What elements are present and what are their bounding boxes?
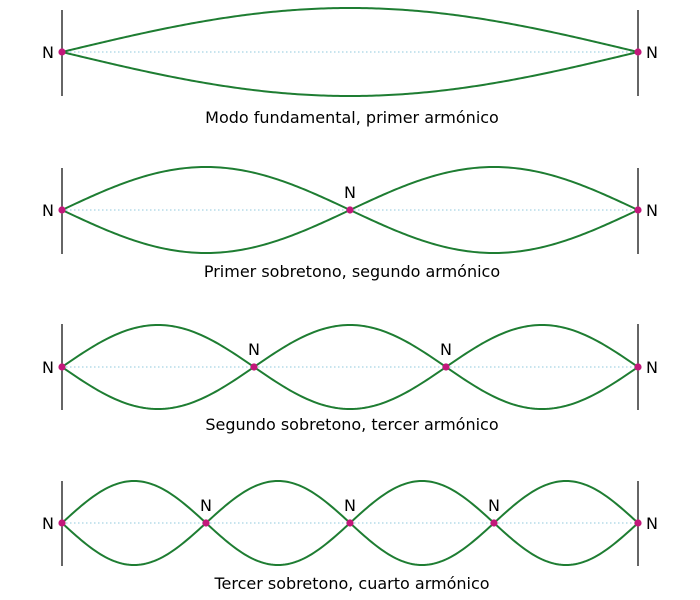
- node-dot: [442, 363, 450, 371]
- node-dot: [58, 206, 66, 214]
- node-dot: [346, 519, 354, 527]
- panel-harmonic-1: N N Modo fundamental, primer armónico: [42, 7, 658, 127]
- panel-caption: Primer sobretono, segundo armónico: [204, 262, 500, 281]
- node-dot: [634, 206, 642, 214]
- node-label: N: [248, 340, 260, 359]
- node-label: N: [440, 340, 452, 359]
- panel-harmonic-2: N N N Primer sobretono, segundo armónico: [42, 165, 658, 281]
- node-label: N: [488, 496, 500, 515]
- node-dot: [634, 48, 642, 56]
- node-dot: [58, 48, 66, 56]
- node-label: N: [344, 183, 356, 202]
- node-dot: [634, 519, 642, 527]
- panel-caption: Segundo sobretono, tercer armónico: [205, 415, 498, 434]
- wave-lower: [61, 51, 639, 97]
- node-label: N: [646, 43, 658, 62]
- node-dot: [202, 519, 210, 527]
- node-label: N: [42, 358, 54, 377]
- wave-upper: [61, 323, 639, 411]
- node-label: N: [646, 358, 658, 377]
- node-dot: [58, 519, 66, 527]
- wave-upper: [61, 7, 639, 53]
- node-dot: [250, 363, 258, 371]
- node-label: N: [42, 201, 54, 220]
- node-dot: [58, 363, 66, 371]
- node-label: N: [42, 514, 54, 533]
- panel-harmonic-3: N N N N Segundo sobretono, tercer armónico: [42, 323, 658, 434]
- node-dot: [634, 363, 642, 371]
- node-dot: [346, 206, 354, 214]
- node-dot: [490, 519, 498, 527]
- panel-harmonic-4: N N N N N Tercer sobretono, cuarto armónico: [42, 479, 658, 593]
- node-label: N: [646, 514, 658, 533]
- node-label: N: [344, 496, 356, 515]
- panel-caption: Modo fundamental, primer armónico: [205, 108, 499, 127]
- node-label: N: [646, 201, 658, 220]
- node-label: N: [42, 43, 54, 62]
- node-label: N: [200, 496, 212, 515]
- panel-caption: Tercer sobretono, cuarto armónico: [213, 574, 489, 593]
- wave-lower: [61, 323, 639, 411]
